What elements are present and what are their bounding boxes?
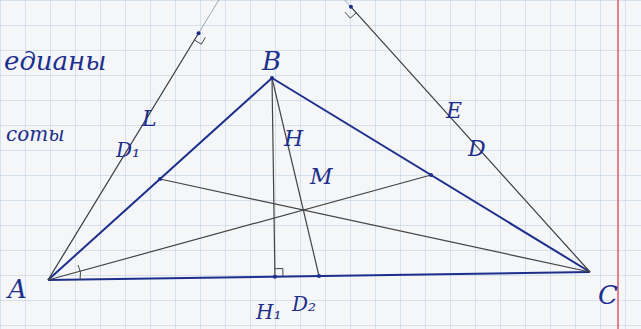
triangle-side bbox=[272, 78, 590, 272]
guide-line bbox=[48, 0, 281, 280]
angle-arc bbox=[78, 265, 81, 280]
median bbox=[160, 179, 590, 272]
point-dot bbox=[158, 177, 162, 181]
altitude bbox=[272, 78, 275, 277]
point-dot bbox=[273, 275, 277, 279]
triangle-side bbox=[48, 272, 590, 280]
right-angle-mark bbox=[194, 37, 205, 44]
point-label: B bbox=[262, 48, 281, 74]
point-label: D₂ bbox=[292, 294, 316, 314]
median bbox=[48, 175, 431, 280]
point-label: A bbox=[8, 276, 27, 302]
note-text: соты bbox=[6, 124, 65, 144]
right-angle-mark bbox=[345, 12, 356, 18]
point-dot bbox=[270, 76, 274, 80]
point-label: H₁ bbox=[256, 302, 281, 322]
point-dot bbox=[429, 173, 433, 177]
point-label: M bbox=[310, 166, 333, 188]
altitude bbox=[351, 7, 590, 272]
point-dot bbox=[197, 31, 201, 35]
point-dot bbox=[317, 274, 321, 278]
margin-line bbox=[617, 0, 619, 329]
point-dot bbox=[349, 5, 353, 9]
triangle-figure bbox=[48, 0, 590, 280]
point-label: D₁ bbox=[116, 140, 140, 160]
point-label: E bbox=[446, 100, 462, 122]
point-label: H bbox=[284, 128, 303, 150]
point-label: D bbox=[468, 138, 486, 160]
guide-line bbox=[322, 0, 590, 272]
point-label: L bbox=[142, 108, 157, 130]
point-label: C bbox=[598, 282, 618, 308]
note-text: едианы bbox=[4, 48, 106, 74]
